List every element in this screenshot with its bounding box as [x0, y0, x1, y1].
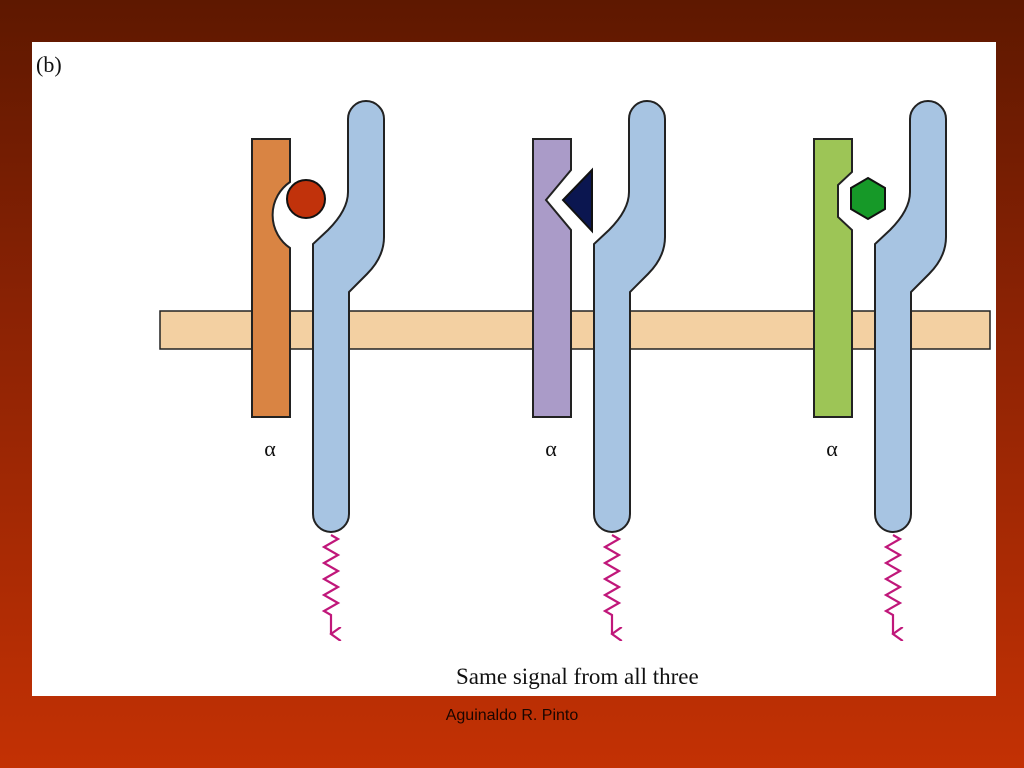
- panel-label: (b): [36, 52, 62, 77]
- figure-panel: (b) α α α Same signal from al: [32, 42, 996, 696]
- signal-arrow-3: [883, 534, 900, 634]
- receptor-1: α: [251, 100, 385, 634]
- ligand-circle: [286, 179, 326, 219]
- alpha-label-3: α: [826, 436, 838, 461]
- ligand-hexagon: [850, 176, 886, 221]
- receptor-2: α: [532, 100, 666, 634]
- receptor-3: α: [813, 100, 947, 634]
- ligand-triangle: [561, 167, 593, 234]
- signal-arrow-2: [602, 534, 619, 634]
- figure-caption: Same signal from all three: [456, 664, 699, 689]
- alpha-label-2: α: [545, 436, 557, 461]
- alpha-label-1: α: [264, 436, 276, 461]
- alpha-subunit-2: [532, 138, 572, 418]
- receptor-diagram: (b) α α α Same signal from al: [36, 52, 991, 689]
- alpha-subunit-1: [251, 138, 291, 418]
- alpha-subunit-3: [813, 138, 853, 418]
- signal-arrow-1: [321, 534, 338, 634]
- beta-subunit-2: [593, 100, 666, 533]
- beta-subunit-1: [312, 100, 385, 533]
- beta-subunit-3: [874, 100, 947, 533]
- footer-credit: Aguinaldo R. Pinto: [445, 707, 579, 724]
